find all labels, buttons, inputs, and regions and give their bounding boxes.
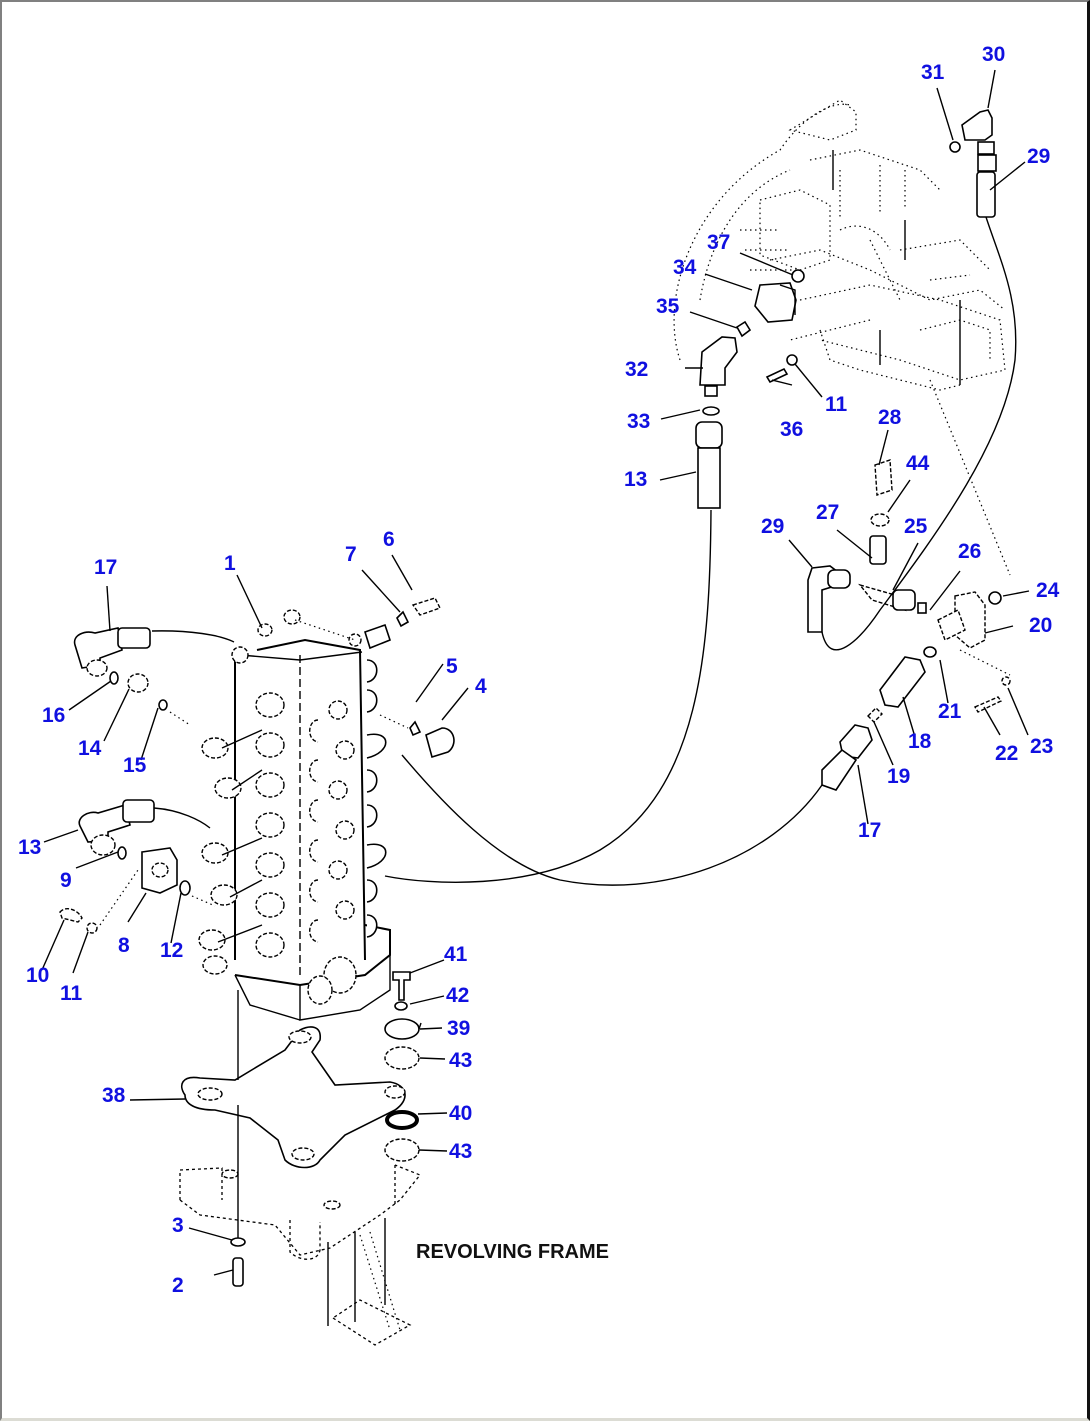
callout-14: 14	[78, 737, 102, 760]
callout-10: 10	[26, 964, 49, 987]
callout-22: 22	[995, 742, 1018, 765]
valve-side-plugs	[379, 597, 455, 759]
callout-11-right: 11	[825, 393, 848, 416]
callout-35: 35	[656, 295, 680, 318]
mounting-bracket	[179, 971, 422, 1346]
callout-3: 3	[172, 1214, 184, 1237]
callout-42: 42	[446, 984, 469, 1007]
hose-lines	[151, 216, 1017, 886]
callout-8: 8	[118, 934, 130, 957]
revolving-frame-caption: REVOLVING FRAME	[416, 1241, 609, 1263]
callout-13-left: 13	[18, 836, 41, 859]
callout-29-upper: 29	[1027, 145, 1050, 168]
callout-1: 1	[224, 552, 236, 575]
callout-30: 30	[982, 43, 1005, 66]
callout-17-left: 17	[94, 556, 117, 579]
callout-11-left: 11	[60, 982, 83, 1005]
callout-36: 36	[780, 418, 803, 441]
callout-13-top: 13	[624, 468, 647, 491]
callout-37: 37	[707, 231, 730, 254]
callout-21: 21	[938, 700, 962, 723]
callout-39: 39	[447, 1017, 470, 1040]
callout-33: 33	[627, 410, 650, 433]
callout-40: 40	[449, 1102, 472, 1125]
callout-19: 19	[887, 765, 910, 788]
control-valve-body	[198, 609, 391, 1021]
callout-27: 27	[816, 501, 839, 524]
callout-23: 23	[1030, 735, 1053, 758]
callout-7: 7	[345, 543, 357, 566]
callout-15: 15	[123, 754, 147, 777]
right-fitting-group	[807, 459, 1011, 791]
callout-26: 26	[958, 540, 981, 563]
callout-9: 9	[60, 869, 72, 892]
callout-29-lower: 29	[761, 515, 784, 538]
elbow-fitting-32	[695, 336, 738, 509]
callout-4: 4	[475, 675, 487, 698]
callout-31: 31	[921, 61, 945, 84]
callout-12: 12	[160, 939, 183, 962]
callout-44: 44	[906, 452, 930, 475]
left-fitting-group	[59, 627, 216, 934]
callout-17-right: 17	[858, 819, 881, 842]
callout-20: 20	[1029, 614, 1052, 637]
callout-25: 25	[904, 515, 928, 538]
valve-spools	[198, 659, 387, 975]
callout-2: 2	[172, 1274, 184, 1297]
callout-16: 16	[42, 704, 65, 727]
callout-labels: 1 2 3 4 5 6 7 8 9 10 11 11 12 13 13 14 1…	[18, 43, 1060, 1297]
leader-lines	[41, 69, 1030, 1276]
callout-5: 5	[446, 655, 458, 678]
callout-18: 18	[908, 730, 932, 753]
callout-38: 38	[102, 1084, 126, 1107]
callout-28: 28	[878, 406, 902, 429]
callout-24: 24	[1036, 579, 1060, 602]
callout-43-lower: 43	[449, 1140, 472, 1163]
callout-41: 41	[444, 943, 468, 966]
callout-32: 32	[625, 358, 648, 381]
callout-34: 34	[673, 256, 697, 279]
callout-43-upper: 43	[449, 1049, 472, 1072]
elbow-fitting-30	[949, 109, 997, 218]
callout-6: 6	[383, 528, 395, 551]
